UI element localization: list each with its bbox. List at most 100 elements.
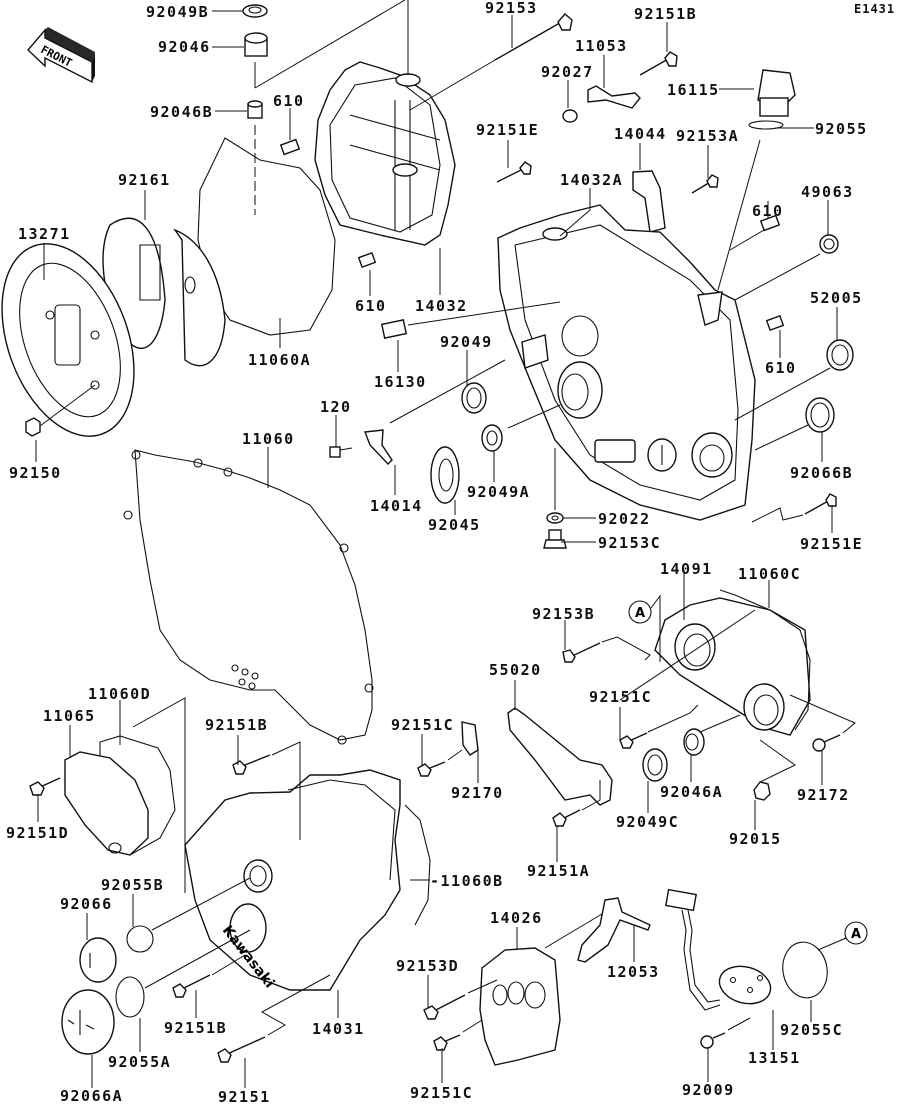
part-label[interactable]: 92066A — [60, 1087, 124, 1105]
part-label[interactable]: 610 — [752, 202, 784, 220]
part-label[interactable]: 92151 — [218, 1088, 271, 1106]
gasket-holes — [123, 450, 374, 745]
part-label[interactable]: 92151D — [6, 824, 70, 842]
front-arrow-icon: FRONT — [27, 27, 95, 84]
part-label[interactable]: 16130 — [374, 373, 427, 391]
part-label[interactable]: 92045 — [428, 516, 481, 534]
part-label[interactable]: 52005 — [810, 289, 863, 307]
part-92151D-bolt — [29, 777, 61, 796]
part-92153B-bolt — [562, 642, 601, 663]
part-label[interactable]: 610 — [355, 297, 387, 315]
part-label[interactable]: 11053 — [575, 37, 628, 55]
part-label[interactable]: 92066 — [60, 895, 113, 913]
part-92046-bearing — [244, 32, 268, 57]
part-label[interactable]: 92015 — [729, 830, 782, 848]
part-label[interactable]: 92055C — [780, 1021, 844, 1039]
part-92151C-bolt-a — [417, 761, 446, 777]
part-label[interactable]: 610 — [765, 359, 797, 377]
part-14044-guide — [632, 170, 666, 233]
part-label[interactable]: 11060A — [248, 351, 312, 369]
part-label[interactable]: 92170 — [451, 784, 504, 802]
part-92170-plate — [461, 721, 479, 756]
part-label[interactable]: 49063 — [801, 183, 854, 201]
diagram-code: E1431 — [854, 2, 896, 16]
part-label[interactable]: 92150 — [9, 464, 62, 482]
part-label[interactable]: 92151C — [410, 1084, 474, 1102]
part-label[interactable]: 11065 — [43, 707, 96, 725]
part-92150-bolt — [25, 384, 96, 437]
part-label[interactable]: 11060C — [738, 565, 802, 583]
part-16130-fitting — [380, 319, 408, 339]
part-label[interactable]: 92009 — [682, 1081, 735, 1099]
part-label[interactable]: 11060D — [88, 685, 152, 703]
part-label[interactable]: 13271 — [18, 225, 71, 243]
part-92153A-bolt — [691, 174, 719, 194]
part-label[interactable]: 92046A — [660, 783, 724, 801]
part-label[interactable]: 14026 — [490, 909, 543, 927]
part-13151-neutral-switch — [665, 888, 772, 1011]
part-label[interactable]: 92153C — [598, 534, 662, 552]
part-label[interactable]: 16115 — [667, 81, 720, 99]
part-label[interactable]: 92055B — [101, 876, 165, 894]
part-label[interactable]: 120 — [320, 398, 352, 416]
part-label[interactable]: 92049A — [467, 483, 531, 501]
part-label[interactable]: -11060B — [430, 872, 504, 890]
part-13271-disc — [1, 243, 135, 437]
part-label[interactable]: 14091 — [660, 560, 713, 578]
part-label[interactable]: 14014 — [370, 497, 423, 515]
part-16115-oil-cap — [748, 69, 796, 130]
part-label[interactable]: 610 — [273, 92, 305, 110]
part-55020-bracket — [507, 707, 613, 806]
part-label[interactable]: 92055A — [108, 1053, 172, 1071]
part-label[interactable]: 92151C — [391, 716, 455, 734]
part-label[interactable]: 92161 — [118, 171, 171, 189]
part-label[interactable]: 92046 — [158, 38, 211, 56]
part-92151B-bolt-c — [172, 974, 211, 998]
part-label[interactable]: 92153 — [485, 0, 538, 17]
part-label[interactable]: 14044 — [614, 125, 667, 143]
part-label[interactable]: 14031 — [312, 1020, 365, 1038]
part-11060B-gasket — [404, 804, 431, 926]
part-label[interactable]: 14032 — [415, 297, 468, 315]
part-92172-screw — [812, 734, 841, 752]
part-label[interactable]: 92049 — [440, 333, 493, 351]
part-label[interactable]: 92066B — [790, 464, 854, 482]
part-label[interactable]: 92151A — [527, 862, 591, 880]
ref-marker-a-top: A — [628, 600, 652, 624]
part-label[interactable]: 92151B — [634, 5, 698, 23]
part-92055B-oring — [126, 925, 154, 953]
part-label[interactable]: 92151B — [164, 1019, 228, 1037]
part-label[interactable]: 92151B — [205, 716, 269, 734]
part-label[interactable]: 13151 — [748, 1049, 801, 1067]
part-label[interactable]: 92151E — [476, 121, 540, 139]
part-92046B-bearing — [247, 100, 263, 119]
part-92049-seal — [461, 382, 487, 414]
part-label[interactable]: 92022 — [598, 510, 651, 528]
part-label[interactable]: 92153B — [532, 605, 596, 623]
part-label[interactable]: 92046B — [150, 103, 214, 121]
part-92066-plug — [79, 937, 117, 983]
part-92151C-bolt-c — [433, 1034, 461, 1051]
ref-marker-a-label: A — [635, 606, 645, 621]
part-label[interactable]: 92153D — [396, 957, 460, 975]
part-label[interactable]: 92172 — [797, 786, 850, 804]
part-label[interactable]: 11060 — [242, 430, 295, 448]
part-14026-sprocket-cover — [479, 947, 561, 1066]
part-label[interactable]: 92151C — [589, 688, 653, 706]
part-14031-generator-cover: Kawasaki — [184, 769, 401, 991]
part-92027-collar — [562, 109, 578, 123]
part-label[interactable]: 92027 — [541, 63, 594, 81]
part-92066B-plug — [805, 397, 835, 433]
part-label[interactable]: 12053 — [607, 963, 660, 981]
part-92151E-bolt-a — [496, 161, 532, 183]
part-label[interactable]: 14032A — [560, 171, 624, 189]
part-label[interactable]: 92049B — [146, 3, 210, 21]
part-label[interactable]: 92049C — [616, 813, 680, 831]
part-label[interactable]: 92151E — [800, 535, 864, 553]
part-label[interactable]: 92153A — [676, 127, 740, 145]
part-label[interactable]: 55020 — [489, 661, 542, 679]
part-92151-bolt — [217, 1036, 266, 1063]
part-92066A-plug — [61, 989, 115, 1055]
part-label[interactable]: 92055 — [815, 120, 868, 138]
